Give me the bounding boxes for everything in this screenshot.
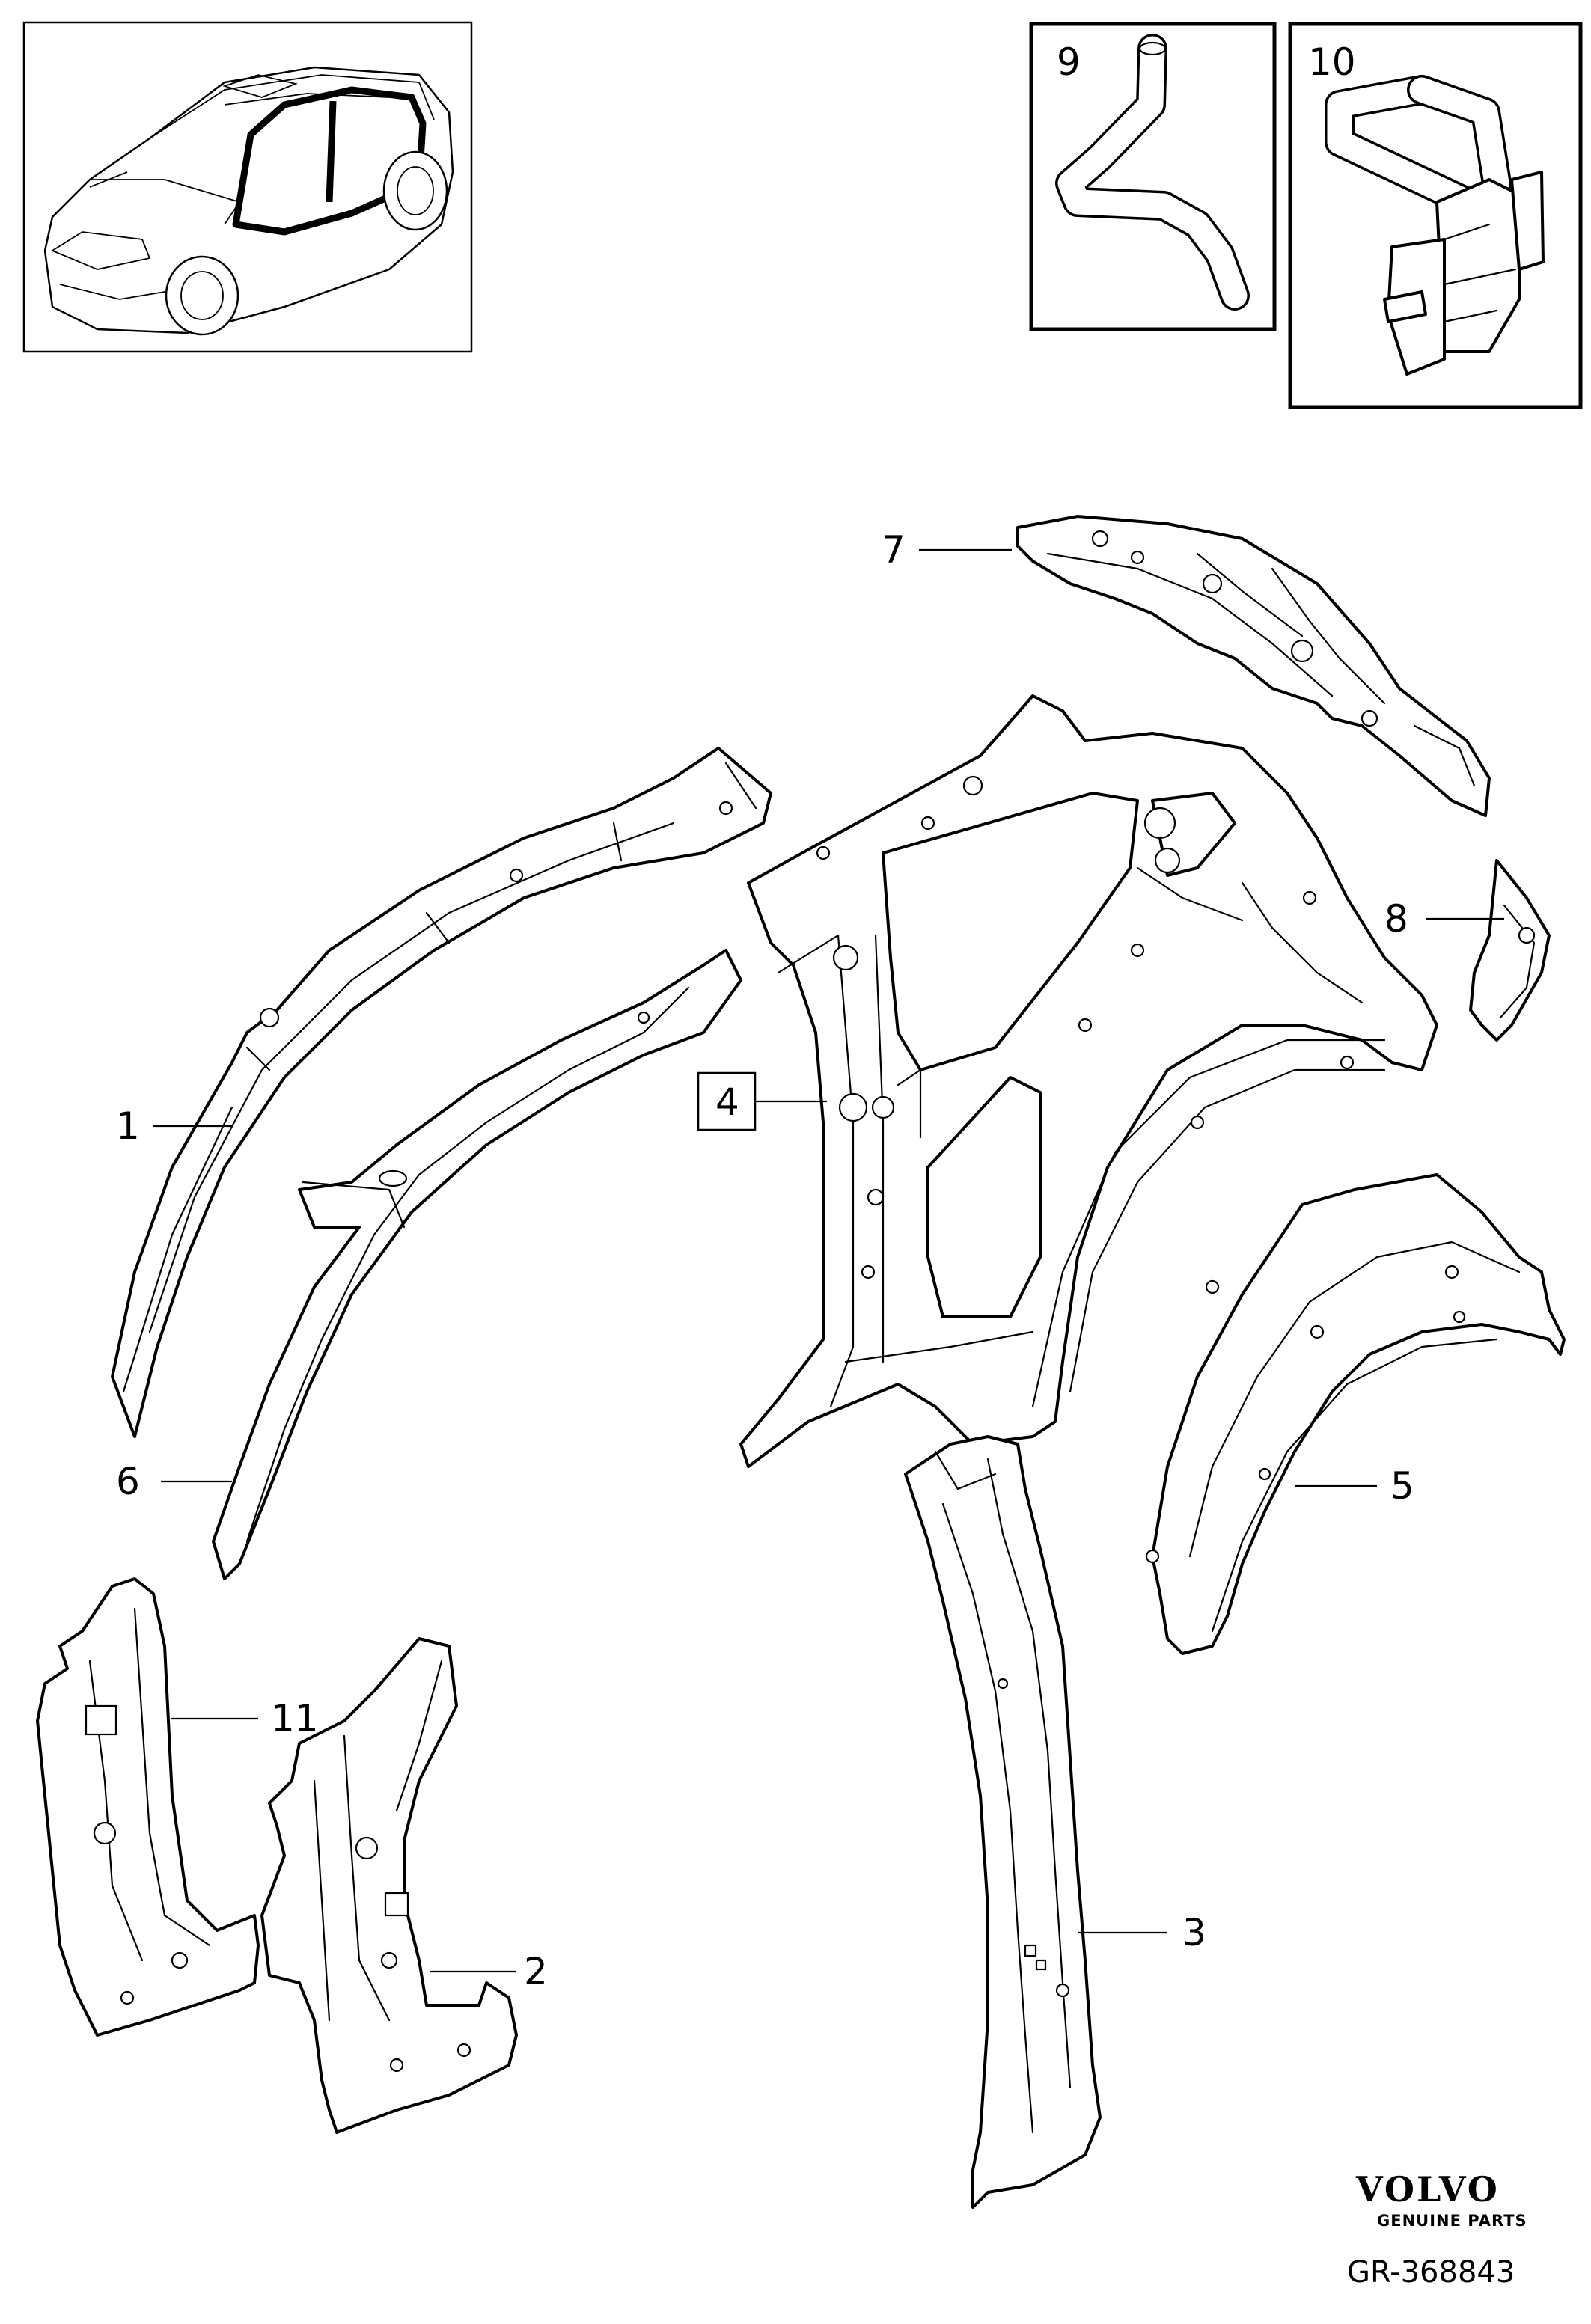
callout-11: 11 [271,1697,319,1740]
callout-4: 4 [715,1080,739,1124]
part-7-reinforcement: 7 [882,515,1491,817]
part-8-bracket: 8 [1384,859,1551,1042]
part-4-side-panel: 4 [697,694,1438,1468]
part-2-b-pillar: 2 [260,1637,548,2134]
part-6-inner-rail: 6 [116,949,742,1580]
callout-10: 10 [1308,40,1356,84]
inset-box-9: 9 [1029,22,1277,331]
part-11-a-pillar: 11 [36,1577,319,2037]
seal-clip-part-10 [1325,75,1545,376]
callout-1: 1 [116,1104,140,1148]
part-5-wheel-housing: 5 [1145,1173,1566,1655]
diagram-reference: GR-368843 [1347,2255,1515,2290]
callout-3: 3 [1182,1911,1206,1954]
callout-5: 5 [1390,1464,1414,1508]
callout-9: 9 [1057,40,1081,84]
inset-frame-10 [1288,22,1583,409]
callout-7: 7 [882,528,906,572]
part-1-roof-rail: 1 [111,747,772,1438]
car-illustration [43,66,454,336]
brand-logo-text: VOLVO [1355,2169,1500,2210]
inset-box-10: 10 [1288,22,1583,409]
callout-2: 2 [524,1950,548,1993]
car-overview-thumbnail [22,21,473,353]
seal-strip-part-9 [1055,34,1250,311]
callout-6: 6 [116,1460,140,1503]
inset-frame-9 [1029,22,1277,331]
thumbnail-frame [22,21,473,353]
brand-block: VOLVO GENUINE PARTS GR-368843 [1347,2169,1527,2290]
callout-8: 8 [1384,897,1408,941]
part-3-rear-pillar: 3 [904,1435,1206,2209]
brand-tagline: GENUINE PARTS [1377,2212,1527,2230]
